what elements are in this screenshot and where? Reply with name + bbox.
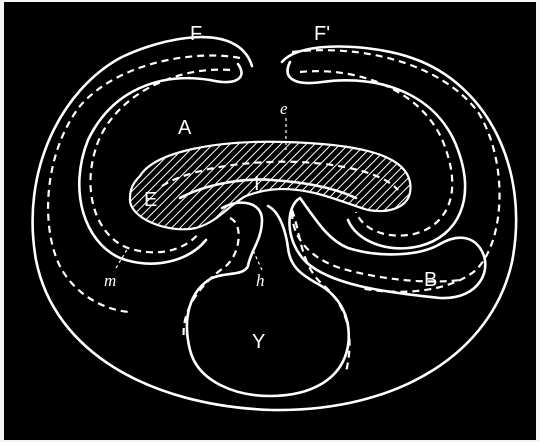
- label-e: E: [144, 189, 157, 211]
- label-f: F: [190, 23, 202, 45]
- label-f-prime: F': [314, 23, 330, 45]
- label-y: Y: [252, 331, 265, 353]
- label-m: m: [104, 271, 116, 290]
- label-e-small: e: [280, 99, 288, 118]
- label-h: h: [256, 271, 265, 290]
- label-b: B: [424, 269, 437, 291]
- label-i: I: [254, 173, 260, 195]
- label-a: A: [178, 117, 192, 139]
